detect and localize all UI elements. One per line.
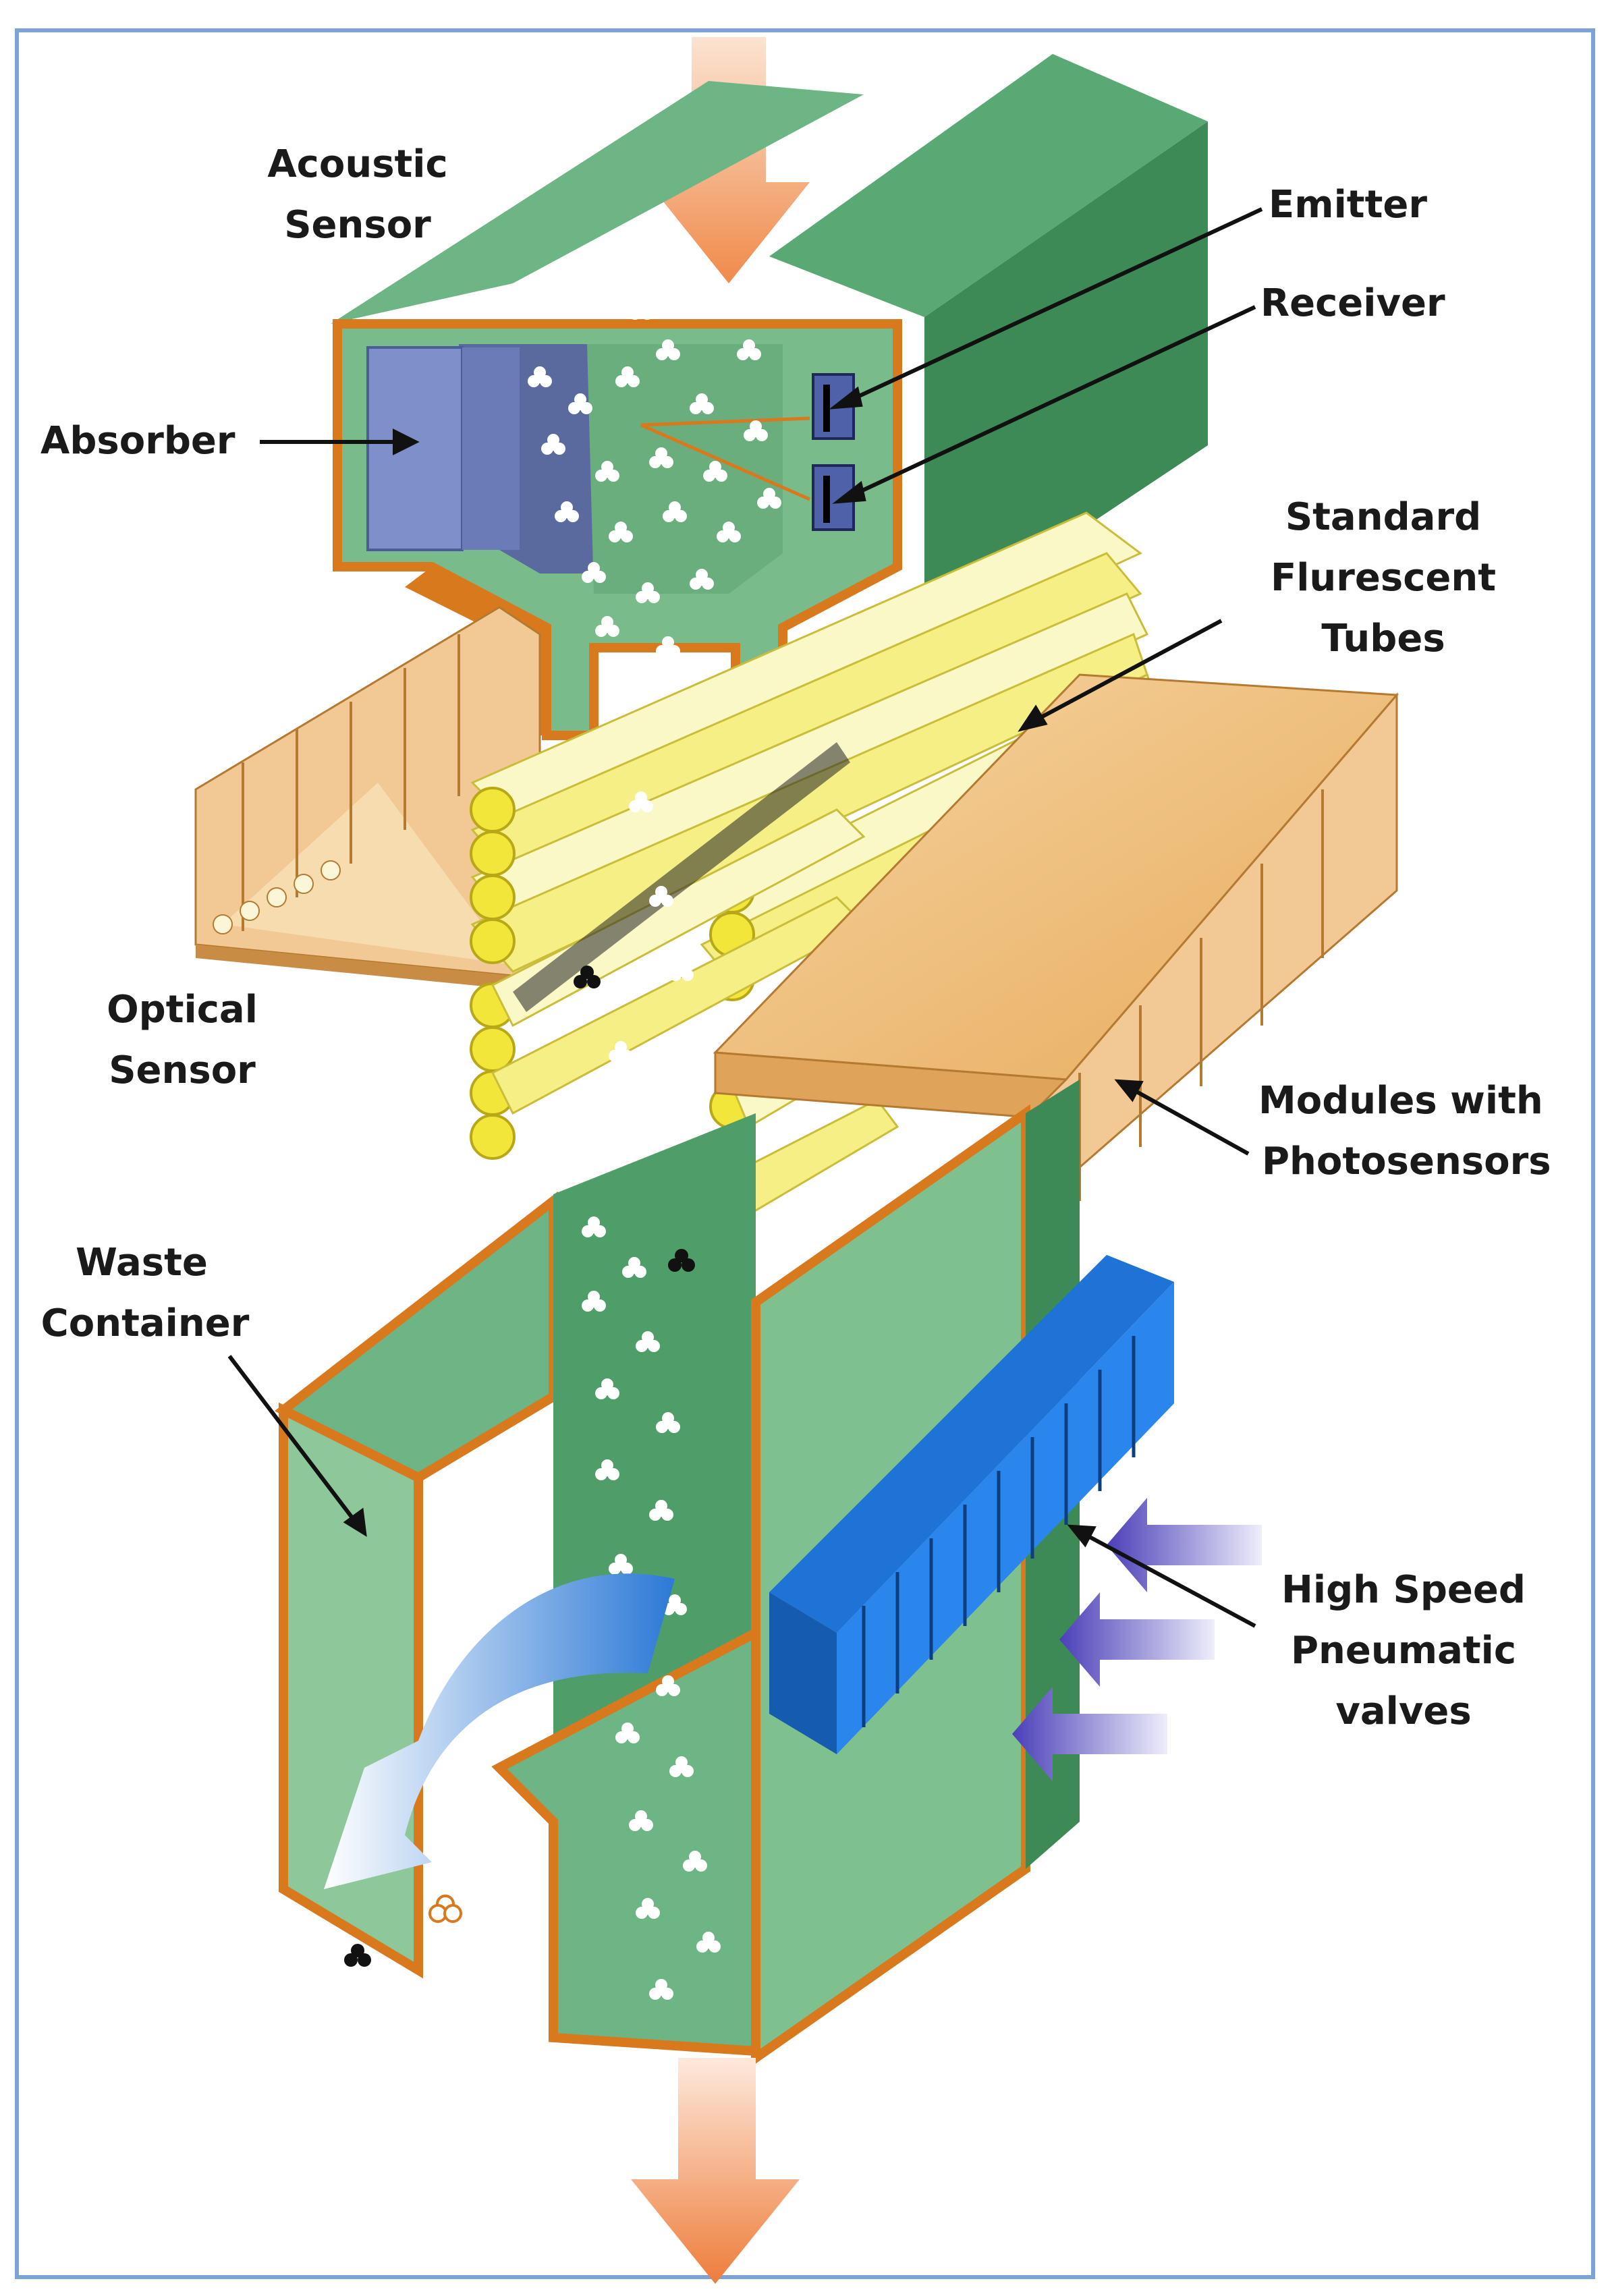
optical-detection-zone — [513, 742, 850, 1102]
label-emitter: Emitter — [1269, 183, 1427, 227]
leader-lines — [227, 207, 1263, 1628]
label-optical-sensor: Optical Sensor — [107, 988, 258, 1092]
optical-left-module-tray — [194, 606, 541, 992]
label-receiver: Receiver — [1260, 281, 1445, 325]
label-optical-sensor-line1: Optical — [107, 988, 258, 1032]
label-waste-line2: Container — [41, 1301, 250, 1345]
label-tubes-line3: Tubes — [1321, 617, 1445, 661]
ejected-contaminants — [344, 1895, 462, 1967]
outflow-arrow — [631, 2058, 800, 2284]
label-modules-line1: Modules with — [1258, 1079, 1543, 1123]
ejection-air-arrow — [324, 1573, 675, 1889]
photosensor-modules — [713, 673, 1399, 1217]
label-acoustic-sensor: Acoustic Sensor — [267, 142, 447, 247]
label-valves-line1: High Speed — [1281, 1568, 1526, 1612]
label-modules-line2: Photosensors — [1262, 1140, 1551, 1183]
label-waste-line1: Waste — [76, 1241, 208, 1285]
label-modules-with-photosensors: Modules with Photosensors — [1258, 1079, 1551, 1183]
label-absorber: Absorber — [40, 419, 235, 463]
label-acoustic-sensor-line2: Sensor — [284, 203, 431, 247]
pneumatic-valve-bank — [769, 1255, 1174, 1754]
label-valves-line3: valves — [1335, 1689, 1471, 1733]
label-tubes-line2: Flurescent — [1271, 556, 1496, 600]
label-optical-sensor-line2: Sensor — [109, 1048, 256, 1092]
label-valves-line2: Pneumatic — [1291, 1629, 1516, 1673]
label-waste-container: Waste Container — [41, 1241, 250, 1345]
label-tubes-line1: Standard — [1285, 495, 1481, 539]
absorber-block — [366, 346, 464, 551]
label-high-speed-pneumatic-valves: High Speed Pneumatic valves — [1281, 1568, 1526, 1733]
label-acoustic-sensor-line1: Acoustic — [267, 142, 447, 186]
label-standard-fluorescent-tubes: Standard Flurescent Tubes — [1271, 495, 1496, 661]
